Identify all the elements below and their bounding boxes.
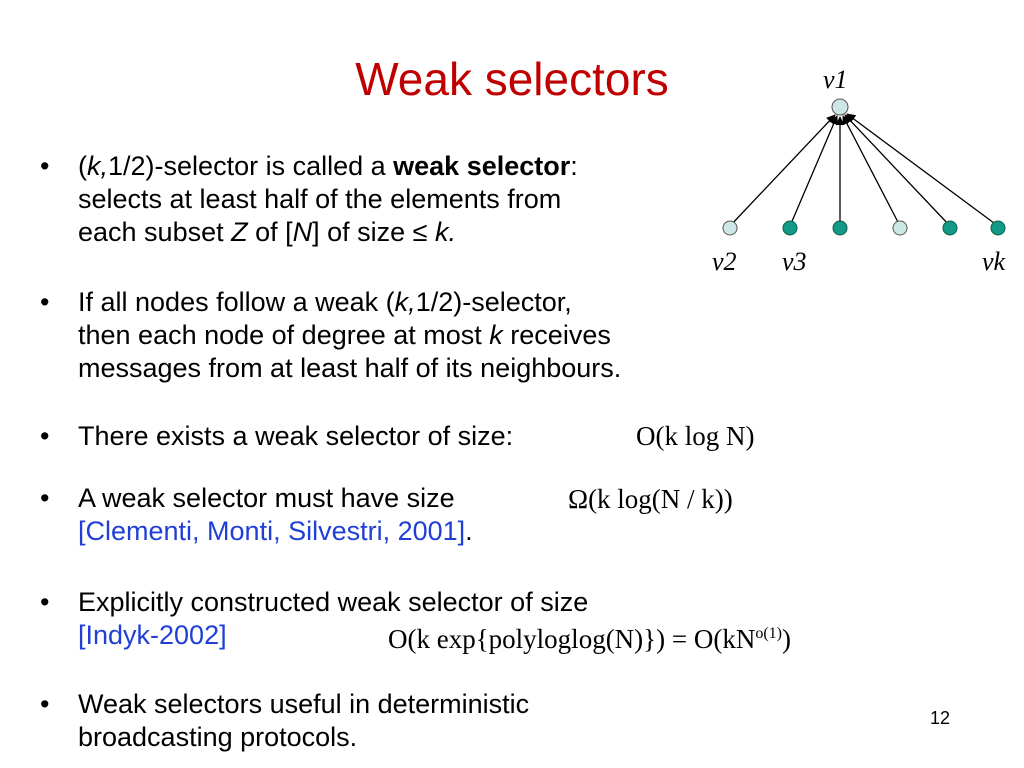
- citation-link[interactable]: [Clementi, Monti, Silvestri, 2001]: [78, 516, 466, 546]
- bullet-6-text: Weak selectors useful in deterministic b…: [78, 688, 529, 754]
- formula-explicit-construction: O(k exp{polyloglog(N)}) = O(kNo(1)): [388, 624, 791, 654]
- bullet-symbol: •: [40, 421, 50, 451]
- node-v2: [722, 220, 738, 236]
- edge-arrow: [846, 113, 999, 227]
- bullet-line: (k,1/2)-selector is called a weak select…: [78, 151, 578, 181]
- node-v3: [782, 220, 798, 236]
- label-vk: vk: [982, 247, 1006, 276]
- formula-lower-bound: Ω(k log(N / k)): [568, 484, 733, 514]
- bullet-line: [Indyk-2002]: [78, 619, 588, 652]
- page-number: 12: [930, 708, 951, 728]
- formula-weak-selector-size: O(k log N): [636, 421, 755, 451]
- bullet-line: A weak selector must have size: [78, 483, 455, 513]
- node: [942, 220, 958, 236]
- node: [832, 220, 848, 236]
- bullet-line: [Clementi, Monti, Silvestri, 2001].: [78, 516, 473, 546]
- node-vk: [990, 220, 1006, 236]
- bullet-3-text: There exists a weak selector of size:: [78, 420, 513, 453]
- label-v1: v1: [823, 65, 848, 94]
- bullet-line: Explicitly constructed weak selector of …: [78, 587, 589, 617]
- bullet-symbol: •: [40, 151, 50, 181]
- citation-link[interactable]: [Indyk-2002]: [78, 620, 227, 650]
- slide-title: Weak selectors: [355, 53, 669, 105]
- bullet-line: selects at least half of the elements fr…: [78, 184, 562, 214]
- bullet-line: messages from at least half of its neigh…: [78, 353, 622, 383]
- bullet-line: each subset Z of [N] of size ≤ k.: [78, 217, 457, 247]
- bullet-symbol: •: [40, 689, 50, 719]
- edge-arrow: [729, 114, 836, 227]
- label-v3: v3: [782, 247, 807, 276]
- bullet-4-text: A weak selector must have size [Clementi…: [78, 482, 473, 548]
- bullet-symbol: •: [40, 483, 50, 513]
- node-v1: [831, 98, 849, 116]
- bullet-2-text: If all nodes follow a weak (k,1/2)-selec…: [78, 286, 621, 385]
- edge-arrow: [844, 114, 951, 227]
- graph-edges: [729, 113, 999, 227]
- bullet-line: If all nodes follow a weak (k,1/2)-selec…: [78, 287, 572, 317]
- bullet-1-text: (k,1/2)-selector is called a weak select…: [78, 150, 578, 249]
- edge-arrow: [789, 115, 838, 227]
- bullet-symbol: •: [40, 587, 50, 617]
- edge-arrow: [842, 115, 901, 227]
- bullet-line: broadcasting protocols.: [78, 722, 358, 752]
- star-graph-diagram: v1 v2 v3 vk: [712, 65, 1006, 276]
- bullet-5-text: Explicitly constructed weak selector of …: [78, 586, 588, 652]
- bullet-line: then each node of degree at most k recei…: [78, 320, 611, 350]
- node: [892, 220, 908, 236]
- label-v2: v2: [712, 247, 737, 276]
- bullet-line: There exists a weak selector of size:: [78, 421, 514, 451]
- bullet-symbol: •: [40, 287, 50, 317]
- bullet-line: Weak selectors useful in deterministic: [78, 689, 530, 719]
